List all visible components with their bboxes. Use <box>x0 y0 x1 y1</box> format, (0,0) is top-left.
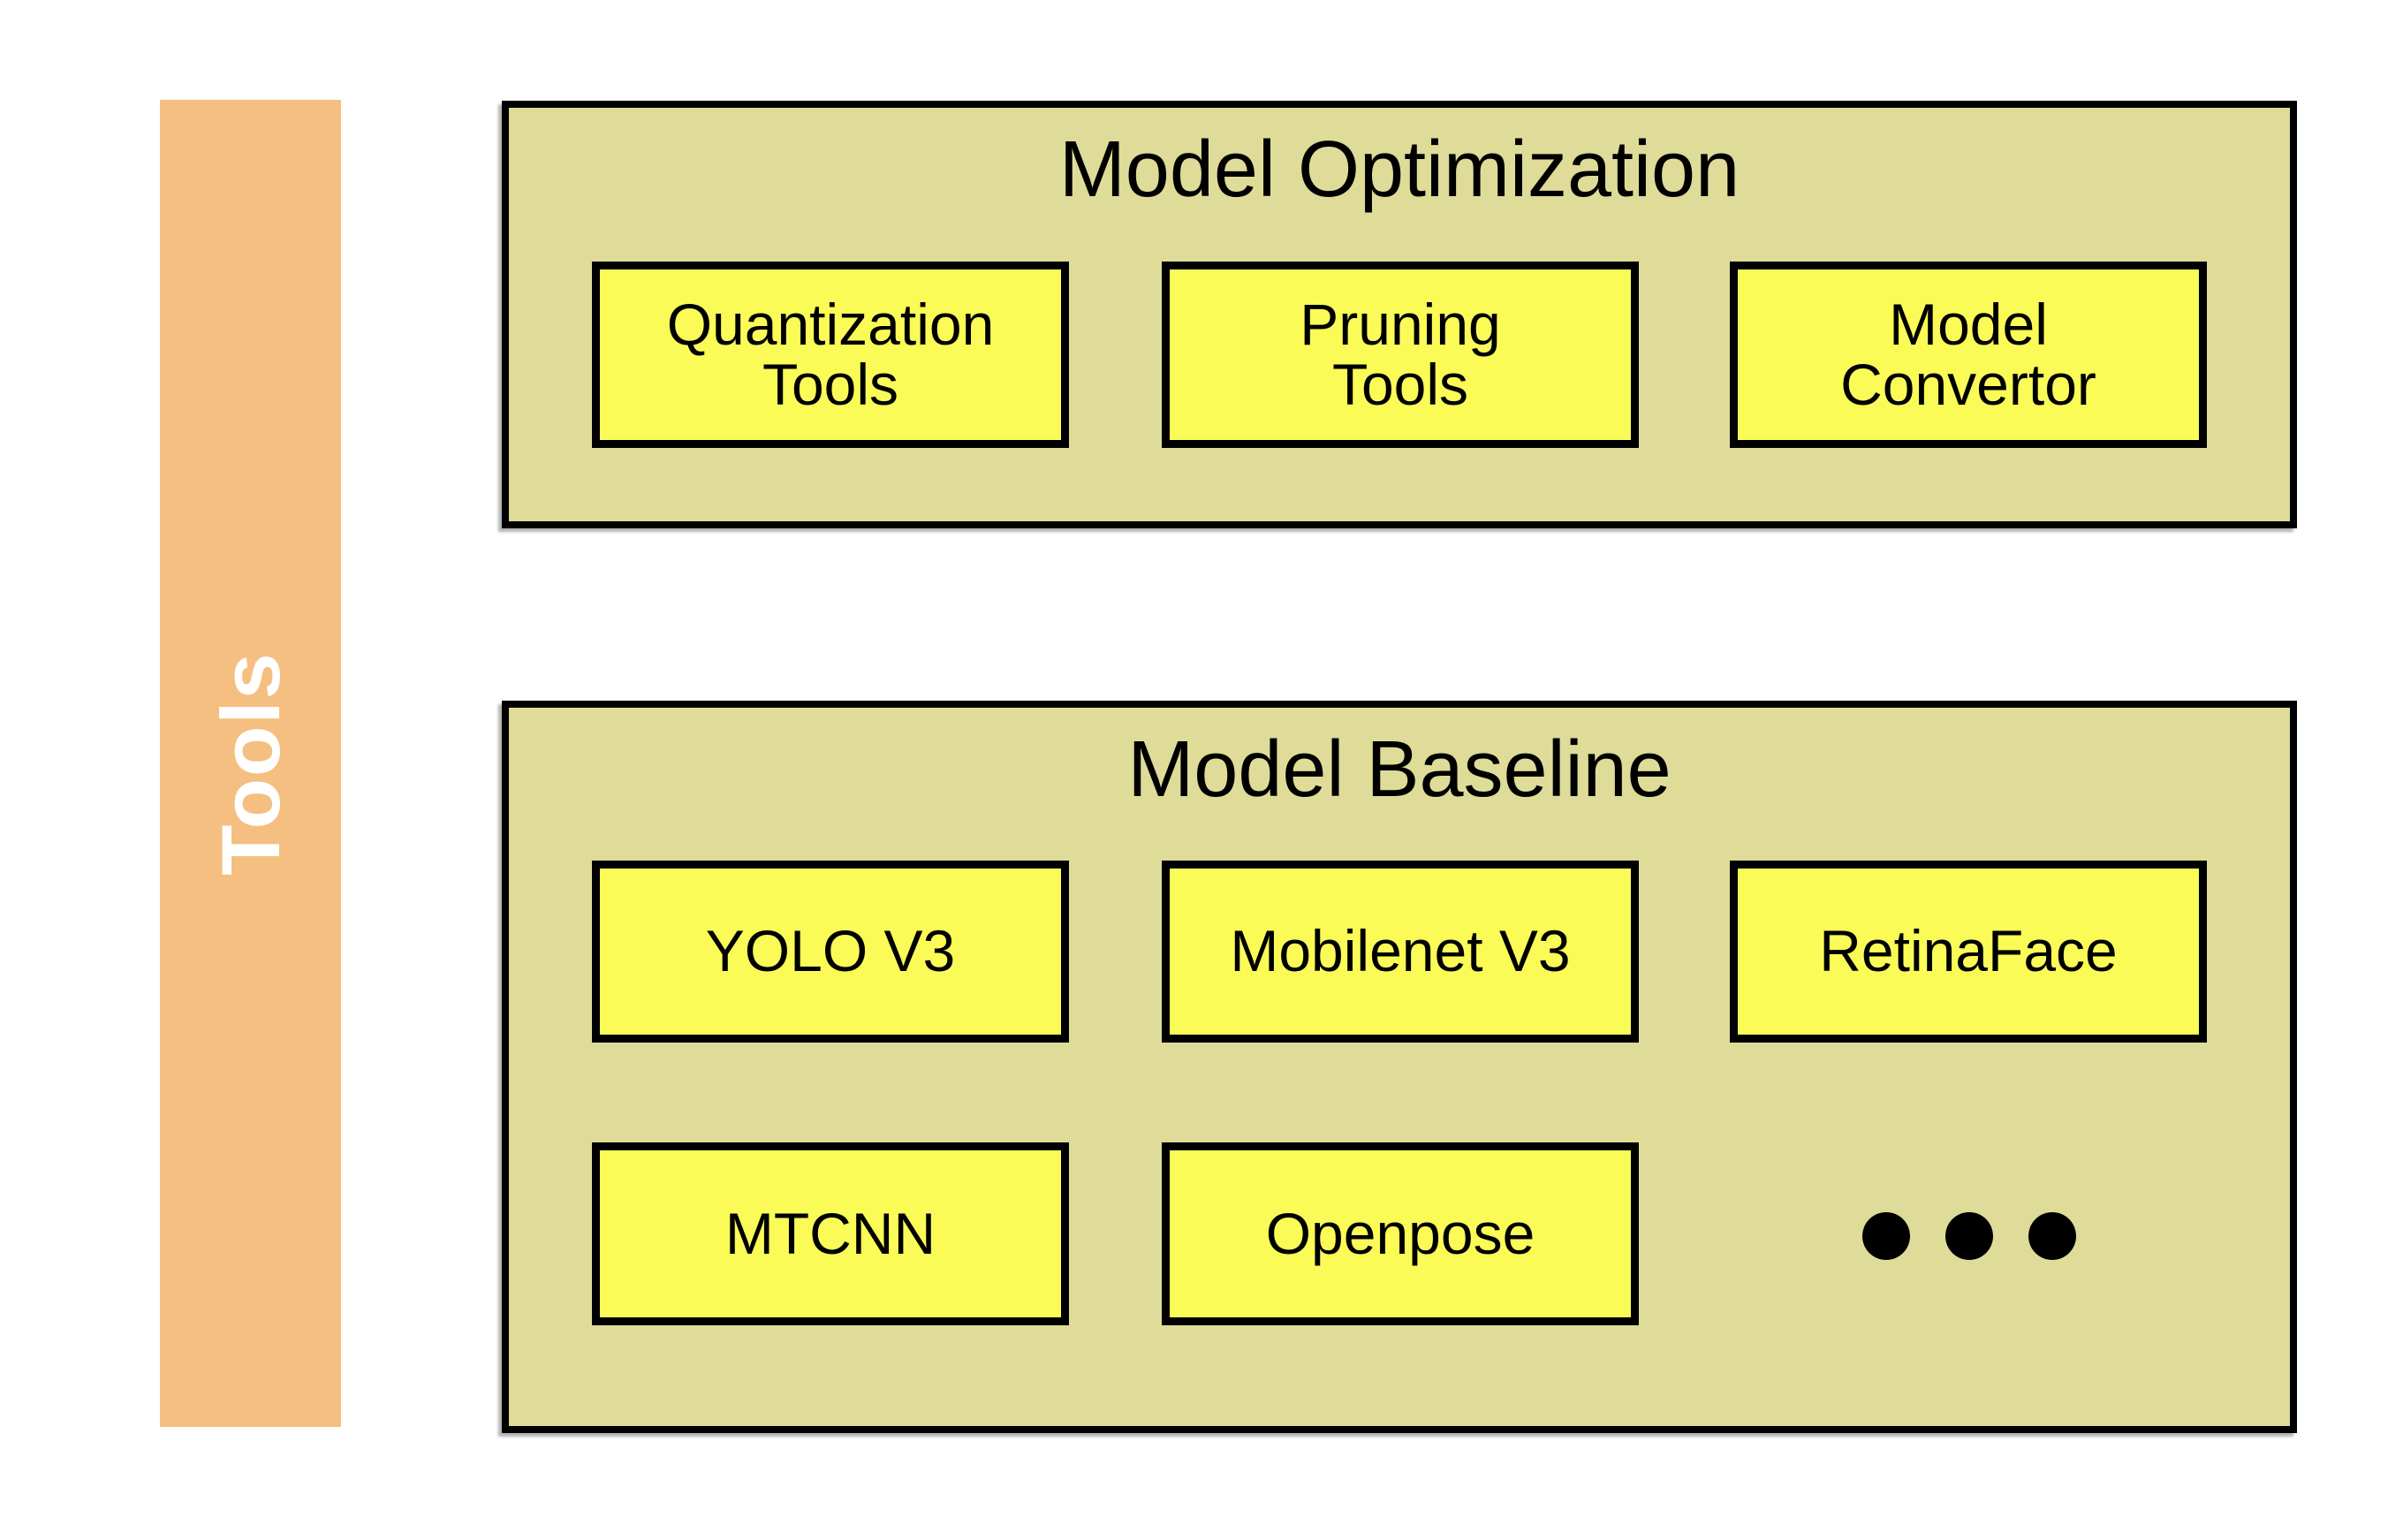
openpose-label: Openpose <box>1265 1200 1535 1266</box>
mtcnn-label: MTCNN <box>724 1200 936 1266</box>
yolo-v3-label: YOLO V3 <box>705 918 956 984</box>
pruning-tools-box: Pruning Tools <box>1162 262 1639 448</box>
tools-sidebar: Tools <box>160 100 341 1427</box>
mobilenet-v3-label: Mobilenet V3 <box>1230 918 1571 984</box>
model-optimization-title: Model Optimization <box>1058 125 1740 214</box>
ellipsis-dot <box>1862 1212 1910 1260</box>
mtcnn-box: MTCNN <box>592 1142 1069 1325</box>
retinaface-label: RetinaFace <box>1819 918 2118 984</box>
quantization-tools-box: Quantization Tools <box>592 262 1069 448</box>
quantization-tools-label: Quantization Tools <box>666 292 995 417</box>
model-baseline-title: Model Baseline <box>1127 725 1671 814</box>
tools-sidebar-label: Tools <box>203 651 297 876</box>
pruning-tools-label: Pruning Tools <box>1300 292 1501 417</box>
model-convertor-box: Model Convertor <box>1730 262 2207 448</box>
ellipsis-dot <box>1945 1212 1993 1260</box>
mobilenet-v3-box: Mobilenet V3 <box>1162 861 1639 1043</box>
retinaface-box: RetinaFace <box>1730 861 2207 1043</box>
more-models-ellipsis-icon <box>1862 1212 2076 1260</box>
model-convertor-label: Model Convertor <box>1840 292 2096 417</box>
ellipsis-dot <box>2028 1212 2076 1260</box>
openpose-box: Openpose <box>1162 1142 1639 1325</box>
yolo-v3-box: YOLO V3 <box>592 861 1069 1043</box>
